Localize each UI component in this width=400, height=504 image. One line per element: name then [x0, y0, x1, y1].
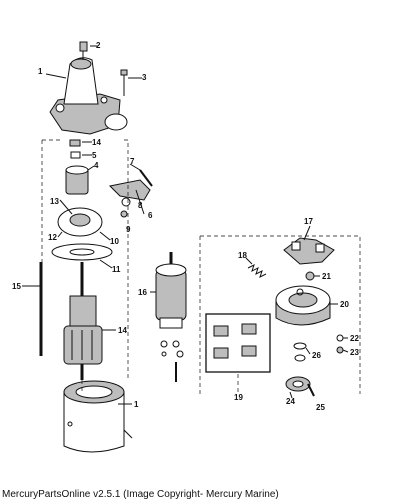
- callout-8: 8: [138, 201, 143, 210]
- callout-20: 20: [340, 300, 349, 309]
- armature-part-14[interactable]: [63, 262, 103, 380]
- callout-11: 11: [112, 265, 121, 274]
- end-frame-part-20[interactable]: [275, 285, 331, 326]
- callout-7: 7: [130, 157, 135, 166]
- callout-16: 16: [138, 288, 147, 297]
- callout-1-frame: 1: [134, 400, 139, 409]
- callout-17: 17: [304, 217, 313, 226]
- pin-part-7[interactable]: [139, 169, 153, 187]
- callout-13: 13: [50, 197, 59, 206]
- bushing-part-14[interactable]: [69, 139, 81, 147]
- nut-part-9[interactable]: [120, 210, 128, 218]
- screw-part-25[interactable]: [307, 383, 315, 397]
- callout-18: 18: [238, 251, 247, 260]
- callout-21: 21: [322, 272, 331, 281]
- callout-19: 19: [234, 393, 243, 402]
- nut-part-21[interactable]: [305, 271, 315, 281]
- brush-kit-part-19[interactable]: [205, 313, 271, 373]
- drive-end-housing[interactable]: [49, 57, 128, 135]
- callout-10: 10: [110, 237, 119, 246]
- callout-4: 4: [94, 161, 99, 170]
- gasket-part-11[interactable]: [51, 243, 113, 261]
- exploded-parts-diagram: 1 2 3 14 5 4 7 6 8 9 13 12 10 11 15 14 1…: [12, 41, 361, 453]
- bolt-part-2[interactable]: [79, 41, 88, 60]
- callout-5: 5: [92, 151, 97, 160]
- shift-lever-part-6[interactable]: [108, 179, 151, 201]
- callout-14-armature: 14: [118, 326, 127, 335]
- callout-24: 24: [286, 397, 295, 406]
- field-frame-part-1[interactable]: [63, 380, 133, 453]
- nut-part-23[interactable]: [336, 346, 344, 354]
- callout-26: 26: [312, 351, 321, 360]
- screw-part-3[interactable]: [120, 69, 128, 96]
- callout-3: 3: [142, 73, 147, 82]
- callout-1-housing: 1: [38, 67, 43, 76]
- solenoid-part-16[interactable]: [155, 252, 187, 382]
- washer-part-22[interactable]: [336, 334, 344, 342]
- callout-6: 6: [148, 211, 153, 220]
- washer-part-8[interactable]: [121, 197, 131, 207]
- leader-lines: [22, 45, 349, 405]
- plate-part-24[interactable]: [285, 376, 311, 392]
- callout-9: 9: [126, 225, 131, 234]
- copyright-caption: MercuryPartsOnline v2.5.1 (Image Copyrig…: [2, 489, 279, 500]
- callout-22: 22: [350, 334, 359, 343]
- brush-holder-part-17[interactable]: [283, 237, 335, 265]
- spring-part-18[interactable]: [247, 264, 267, 278]
- drive-pinion-part-4[interactable]: [65, 165, 89, 195]
- callout-12: 12: [48, 233, 57, 242]
- washer-part-5[interactable]: [70, 151, 81, 159]
- callout-2: 2: [96, 41, 101, 50]
- callout-25: 25: [316, 403, 325, 412]
- callout-14-bushing: 14: [92, 138, 101, 147]
- callout-23: 23: [350, 348, 359, 357]
- drive-plate-part-12[interactable]: [57, 207, 103, 237]
- o-ring-part-26[interactable]: [293, 342, 307, 350]
- callout-15: 15: [12, 282, 21, 291]
